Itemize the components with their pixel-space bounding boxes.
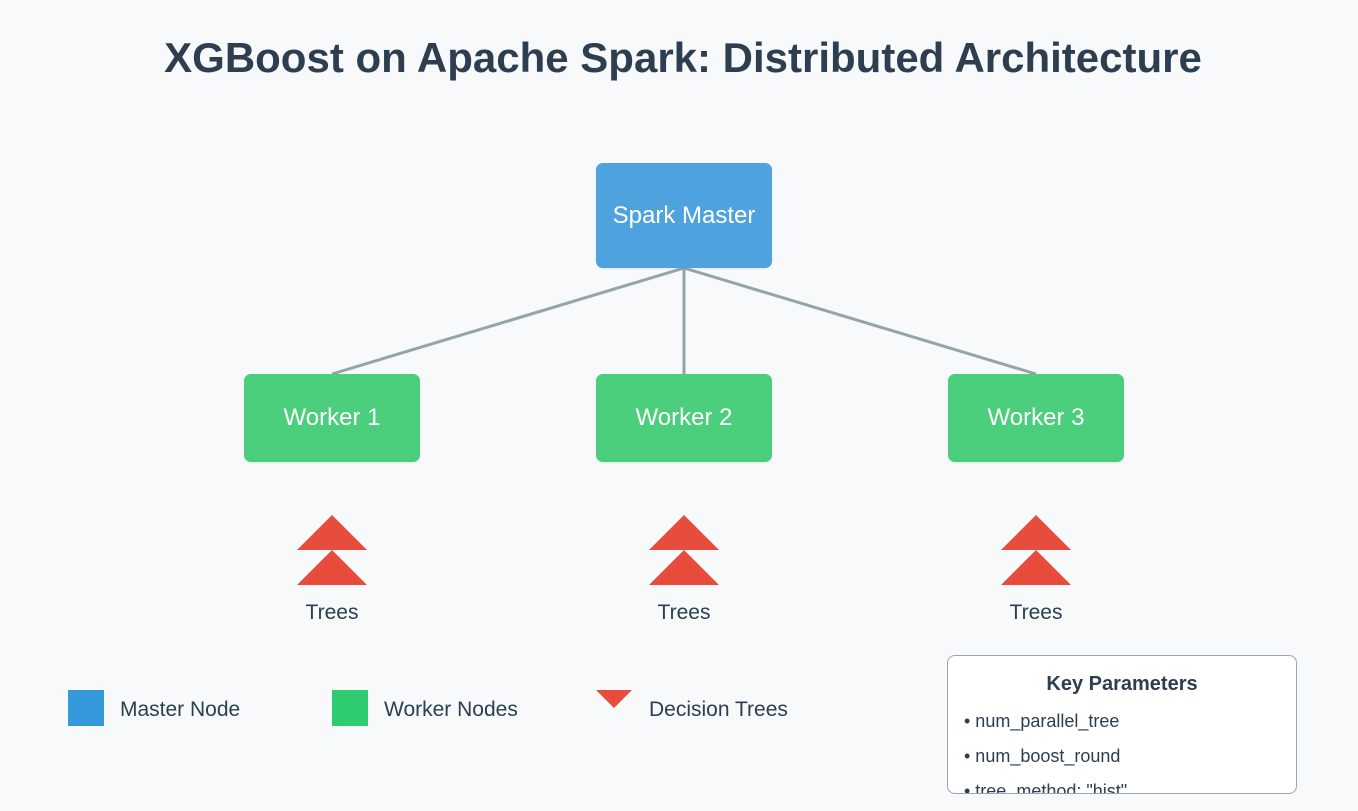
tree-icon xyxy=(297,515,367,585)
parameter-item: • num_boost_round xyxy=(964,746,1121,766)
parameter-item: • num_parallel_tree xyxy=(964,711,1120,731)
worker-node-swatch xyxy=(332,690,368,726)
trees-label: Trees xyxy=(305,601,359,624)
diagram-title: XGBoost on Apache Spark: Distributed Arc… xyxy=(164,34,1202,81)
key-parameters-box: Key Parameters • num_parallel_tree • num… xyxy=(947,655,1297,794)
connector-master-worker-1 xyxy=(331,266,685,376)
trees-group-3: Trees xyxy=(976,515,1096,625)
trees-group-2: Trees xyxy=(624,515,744,625)
legend-label: Worker Nodes xyxy=(384,698,518,721)
connector-master-worker-3 xyxy=(683,266,1037,376)
master-node-swatch xyxy=(68,690,104,726)
worker-label: Worker 1 xyxy=(283,404,381,431)
worker-node-2: Worker 2 xyxy=(596,374,772,462)
worker-node-3: Worker 3 xyxy=(948,374,1124,462)
trees-label: Trees xyxy=(657,601,711,624)
decision-tree-swatch-icon xyxy=(596,690,632,708)
spark-master-node: Spark Master xyxy=(596,163,772,268)
spark-master-label: Spark Master xyxy=(612,201,756,229)
legend-label: Decision Trees xyxy=(649,698,788,721)
worker-node-1: Worker 1 xyxy=(244,374,420,462)
worker-label: Worker 2 xyxy=(635,404,733,431)
worker-label: Worker 3 xyxy=(987,404,1085,431)
parameter-item: • tree_method: "hist" xyxy=(964,781,1128,794)
trees-label: Trees xyxy=(1009,601,1063,624)
key-parameters-title: Key Parameters xyxy=(1046,673,1198,695)
legend-label: Master Node xyxy=(120,698,241,721)
tree-icon xyxy=(649,515,719,585)
trees-group-1: Trees xyxy=(272,515,392,625)
tree-icon xyxy=(1001,515,1071,585)
